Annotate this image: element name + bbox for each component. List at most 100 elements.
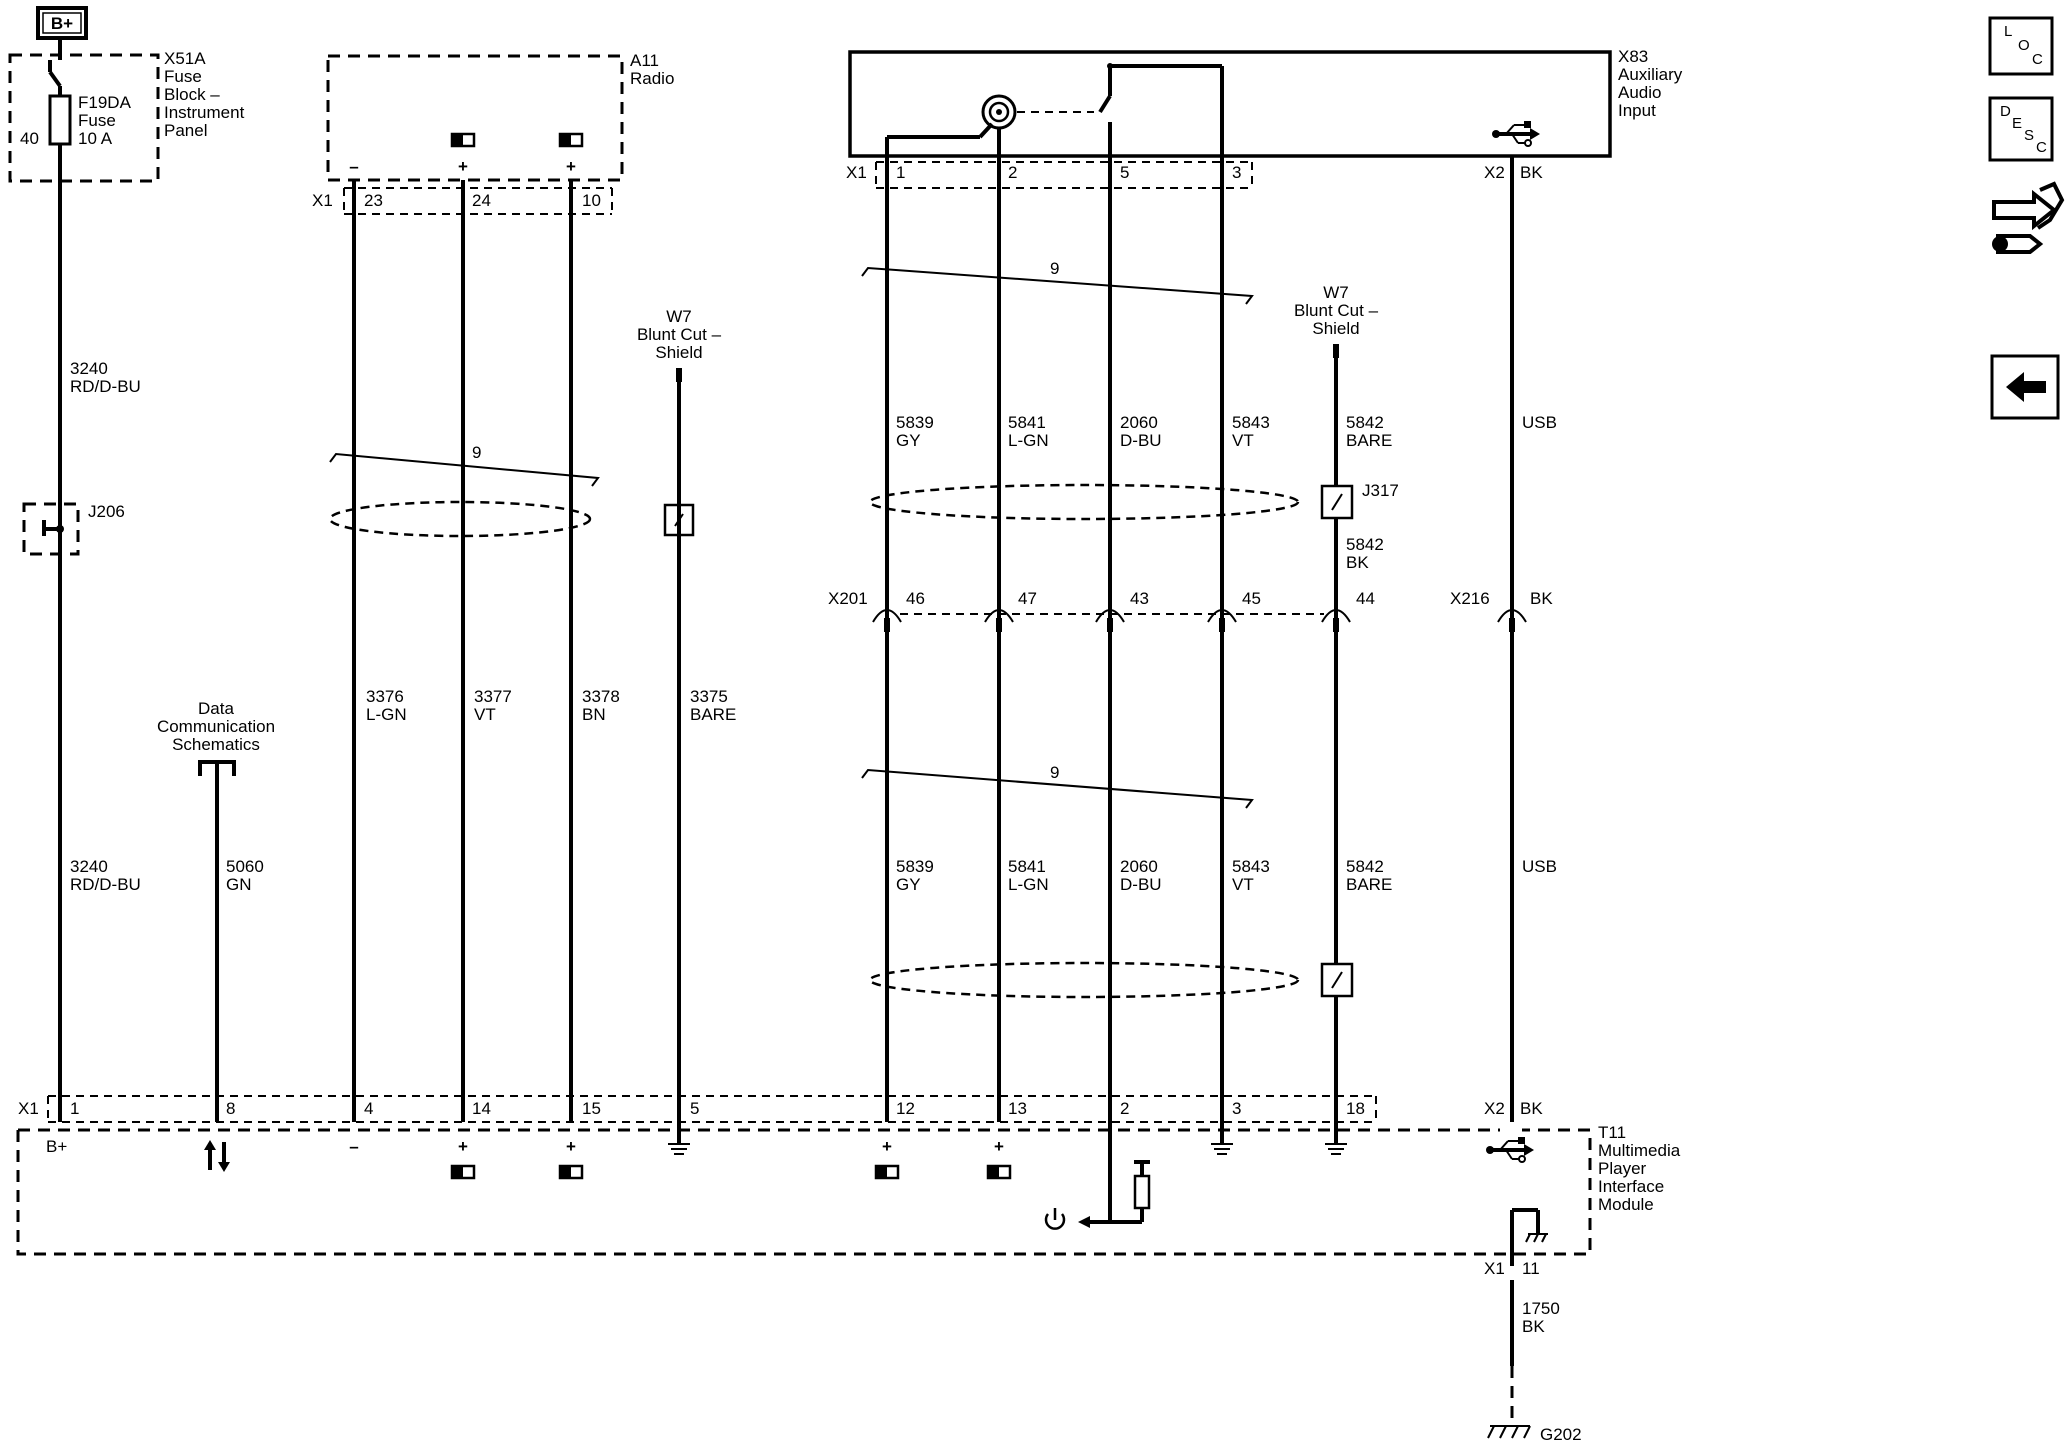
bplus-tag-label: B+ [51,14,73,33]
x216-color: BK [1530,589,1553,608]
fuse-block-name-1: Fuse [164,67,202,86]
wire-3376-color: L-GN [366,705,407,724]
wire-3378-color: BN [582,705,606,724]
upper-wire-2-num: 5841 [1008,413,1046,432]
twist-label-lower: 9 [1050,763,1059,782]
wire-3376-num: 3376 [366,687,404,706]
aux-name-3: Input [1618,101,1656,120]
module-id: T11 [1598,1123,1626,1142]
w7-left-line1: W7 [666,307,692,326]
fuse-block-id: X51A [164,49,206,68]
lower-wire-3-num: 2060 [1120,857,1158,876]
upper-wire-4-color: VT [1232,431,1254,450]
module-connector-2-color: BK [1520,1099,1543,1118]
usb-upper-label: USB [1522,413,1557,432]
upper-wire-labels: 5839 GY 5841 L-GN 2060 D-BU 5843 VT 5842… [896,413,1557,450]
description-button[interactable]: D E S C [1988,96,2054,162]
aux-connector: X1 [846,163,867,182]
wire-3240-top-num: 3240 [70,359,108,378]
lower-wire-5-color: BARE [1346,875,1392,894]
wire-5060-color: GN [226,875,252,894]
module-ground-pin: 11 [1522,1259,1540,1278]
aux-connector-2: X2 [1484,163,1505,182]
module-connector: X1 [18,1099,39,1118]
aux-input-x83: X83 Auxiliary Audio Input [846,47,1683,189]
wire-3377-color: VT [474,705,496,724]
lower-wire-1-num: 5839 [896,857,934,876]
radio-pin-23: 23 [364,191,383,210]
wire-1750-color: BK [1522,1317,1545,1336]
splice-j206-label: J206 [88,502,125,521]
module-bplus-label: B+ [46,1137,67,1156]
wire-3375-num: 3375 [690,687,728,706]
location-button[interactable]: L O C [1988,16,2054,76]
aux-pin-2: 2 [1008,163,1017,182]
lower-wire-4-color: VT [1232,875,1254,894]
lower-wire-2-color: L-GN [1008,875,1049,894]
upper-wire-1-color: GY [896,431,921,450]
desc-d: D [2000,103,2011,120]
fuse-id: F19DA [78,93,132,112]
ground-icon [1211,1122,1233,1155]
upper-wire-2-color: L-GN [1008,431,1049,450]
upper-wire-4-num: 5843 [1232,413,1270,432]
module-name-1: Multimedia [1598,1141,1681,1160]
upper-wire-3-color: D-BU [1120,431,1162,450]
lower-wire-3-color: D-BU [1120,875,1162,894]
data-comm-line3: Schematics [172,735,260,754]
fuse-block-name-4: Panel [164,121,207,140]
module-name-2: Player [1598,1159,1647,1178]
desc-s: S [2024,127,2034,144]
aux-id: X83 [1618,47,1648,66]
wire-5842-bk-color: BK [1346,553,1369,572]
fuse-word: Fuse [78,111,116,130]
arrow-left-icon [2006,372,2046,402]
aux-name-2: Audio [1618,83,1661,102]
module-t11: X1 1 8 4 14 15 5 12 13 2 3 18 X2 BK T11 … [16,1095,1681,1278]
aux-connector-2-color: BK [1520,163,1543,182]
module-sign-minus: – [349,1137,358,1156]
module-pin-1: 1 [70,1099,79,1118]
module-ground-connector: X1 [1484,1259,1505,1278]
radio-connector: X1 [312,191,333,210]
wire-3377-num: 3377 [474,687,512,706]
back-button[interactable] [1990,354,2060,420]
module-pin-13: 13 [1008,1099,1027,1118]
x201-pin-45: 45 [1242,589,1261,608]
radio-sign-1: – [349,157,358,176]
loc-c: C [2032,51,2043,68]
upper-wire-5-color: BARE [1346,431,1392,450]
wire-3240-top-color: RD/D-BU [70,377,141,396]
upper-wire-1-num: 5839 [896,413,934,432]
usb-lower-label: USB [1522,857,1557,876]
wire-3375-color: BARE [690,705,736,724]
wire-3378-num: 3378 [582,687,620,706]
module-sign-plus-14: + [458,1137,468,1156]
usb-icon [1492,121,1540,147]
ground-g202: G202 [1487,1425,1582,1444]
wire-3240-bot-color: RD/D-BU [70,875,141,894]
lower-wire-4-num: 5843 [1232,857,1270,876]
ground-icon [1325,1122,1347,1155]
x201-pin-44: 44 [1356,589,1375,608]
module-pin-2: 2 [1120,1099,1129,1118]
upper-wire-5-num: 5842 [1346,413,1384,432]
splice-j206: J206 [22,502,125,556]
data-communication-ref: Data Communication Schematics 5060 GN [157,699,275,1122]
wire-5842-bk-num: 5842 [1346,535,1384,554]
x201-pin-43: 43 [1130,589,1149,608]
twist-label-left: 9 [472,443,481,462]
ground-g202-label: G202 [1540,1425,1582,1444]
fuse-pin: 40 [20,129,39,148]
upper-wire-3-num: 2060 [1120,413,1158,432]
loc-l: L [2004,23,2012,40]
lower-wire-labels: 5839 GY 5841 L-GN 2060 D-BU 5843 VT 5842… [896,857,1557,894]
lower-wire-1-color: GY [896,875,921,894]
x201-pin-46: 46 [906,589,925,608]
lower-wire-5-num: 5842 [1346,857,1384,876]
connector-repair-icon[interactable] [1992,181,2065,254]
battery-positive-tag: B+ [36,6,88,40]
module-name-3: Interface [1598,1177,1664,1196]
loc-o: O [2018,37,2030,54]
module-pin-18: 18 [1346,1099,1365,1118]
